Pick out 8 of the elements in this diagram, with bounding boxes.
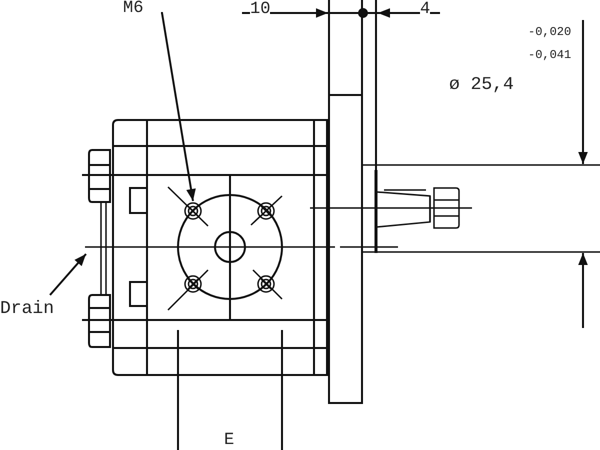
bolt-hole: [183, 201, 203, 221]
dimension-label: ø 25,4: [449, 76, 514, 94]
tolerance-label: -0,041: [528, 49, 572, 61]
thread-label: M6: [123, 1, 153, 17]
tolerance-label: -0,020: [528, 26, 572, 38]
leader-line: [160, 12, 196, 202]
leader-line: [49, 253, 87, 296]
drain-label: Drain: [0, 299, 72, 319]
